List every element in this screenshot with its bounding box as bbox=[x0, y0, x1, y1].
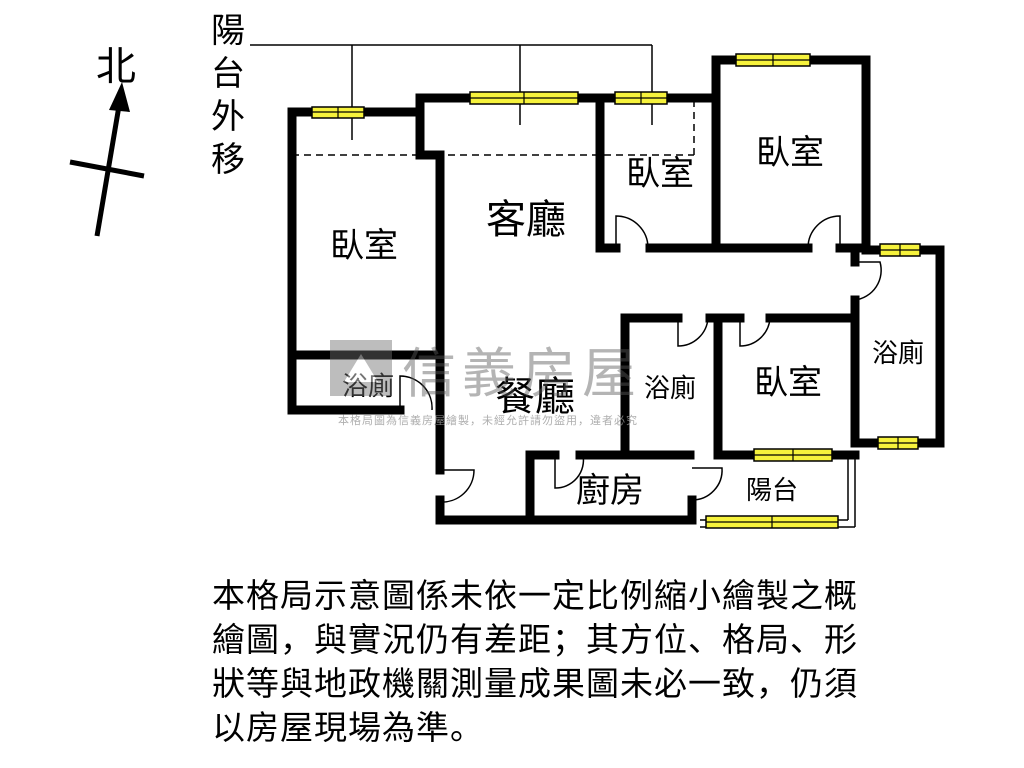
balcony-note-char: 陽 bbox=[211, 11, 245, 51]
doors bbox=[399, 215, 882, 503]
room-label-balcony: 陽台 bbox=[746, 476, 798, 506]
disclaimer-line: 本格局示意圖係未依一定比例縮小繪製之概 bbox=[212, 576, 858, 615]
window bbox=[753, 448, 833, 462]
window bbox=[877, 436, 919, 450]
windows bbox=[311, 53, 921, 529]
window bbox=[469, 91, 579, 105]
room-label-bedroom-center: 臥室 bbox=[754, 363, 822, 403]
north-arrow-icon bbox=[69, 82, 145, 237]
room-label-dining-room: 餐廳 bbox=[495, 374, 575, 420]
watermark-note: 本格局圖為信義房屋繪製，未經允許請勿盜用，違者必究 bbox=[338, 414, 638, 427]
window bbox=[879, 243, 921, 257]
window bbox=[311, 106, 365, 119]
balcony-note-char: 台 bbox=[211, 54, 245, 94]
window bbox=[735, 53, 811, 67]
disclaimer-line: 繪圖，與實況仍有差距；其方位、格局、形 bbox=[212, 620, 858, 659]
watermark: 信義房屋 bbox=[330, 338, 642, 405]
room-label-living-room: 客廳 bbox=[486, 197, 566, 243]
room-label-kitchen: 廚房 bbox=[576, 471, 644, 511]
disclaimer-line: 狀等與地政機關測量成果圖未必一致，仍須 bbox=[212, 664, 858, 703]
window bbox=[614, 91, 668, 105]
brand-logo-icon bbox=[330, 340, 392, 396]
balcony-note-char: 移 bbox=[211, 140, 245, 180]
disclaimer: 本格局示意圖係未依一定比例縮小繪製之概 繪圖，與實況仍有差距；其方位、格局、形 … bbox=[212, 574, 942, 750]
disclaimer-line: 以房屋現場為準。 bbox=[212, 708, 484, 747]
balcony-move-out-note: 陽 台 外 移 bbox=[206, 10, 250, 182]
room-label-bath-center: 浴廁 bbox=[644, 374, 696, 404]
walls bbox=[287, 55, 945, 525]
north-label: 北 bbox=[96, 44, 136, 90]
watermark-brand: 信義房屋 bbox=[402, 341, 642, 405]
window bbox=[705, 515, 839, 529]
room-label-bedroom-small-north: 臥室 bbox=[626, 154, 694, 194]
room-label-bath-east: 浴廁 bbox=[872, 339, 924, 369]
balcony-note-char: 外 bbox=[211, 97, 245, 137]
room-label-bedroom-west: 臥室 bbox=[330, 226, 398, 266]
room-label-bedroom-northeast: 臥室 bbox=[756, 133, 824, 173]
balcony-leader-lines bbox=[250, 44, 695, 156]
